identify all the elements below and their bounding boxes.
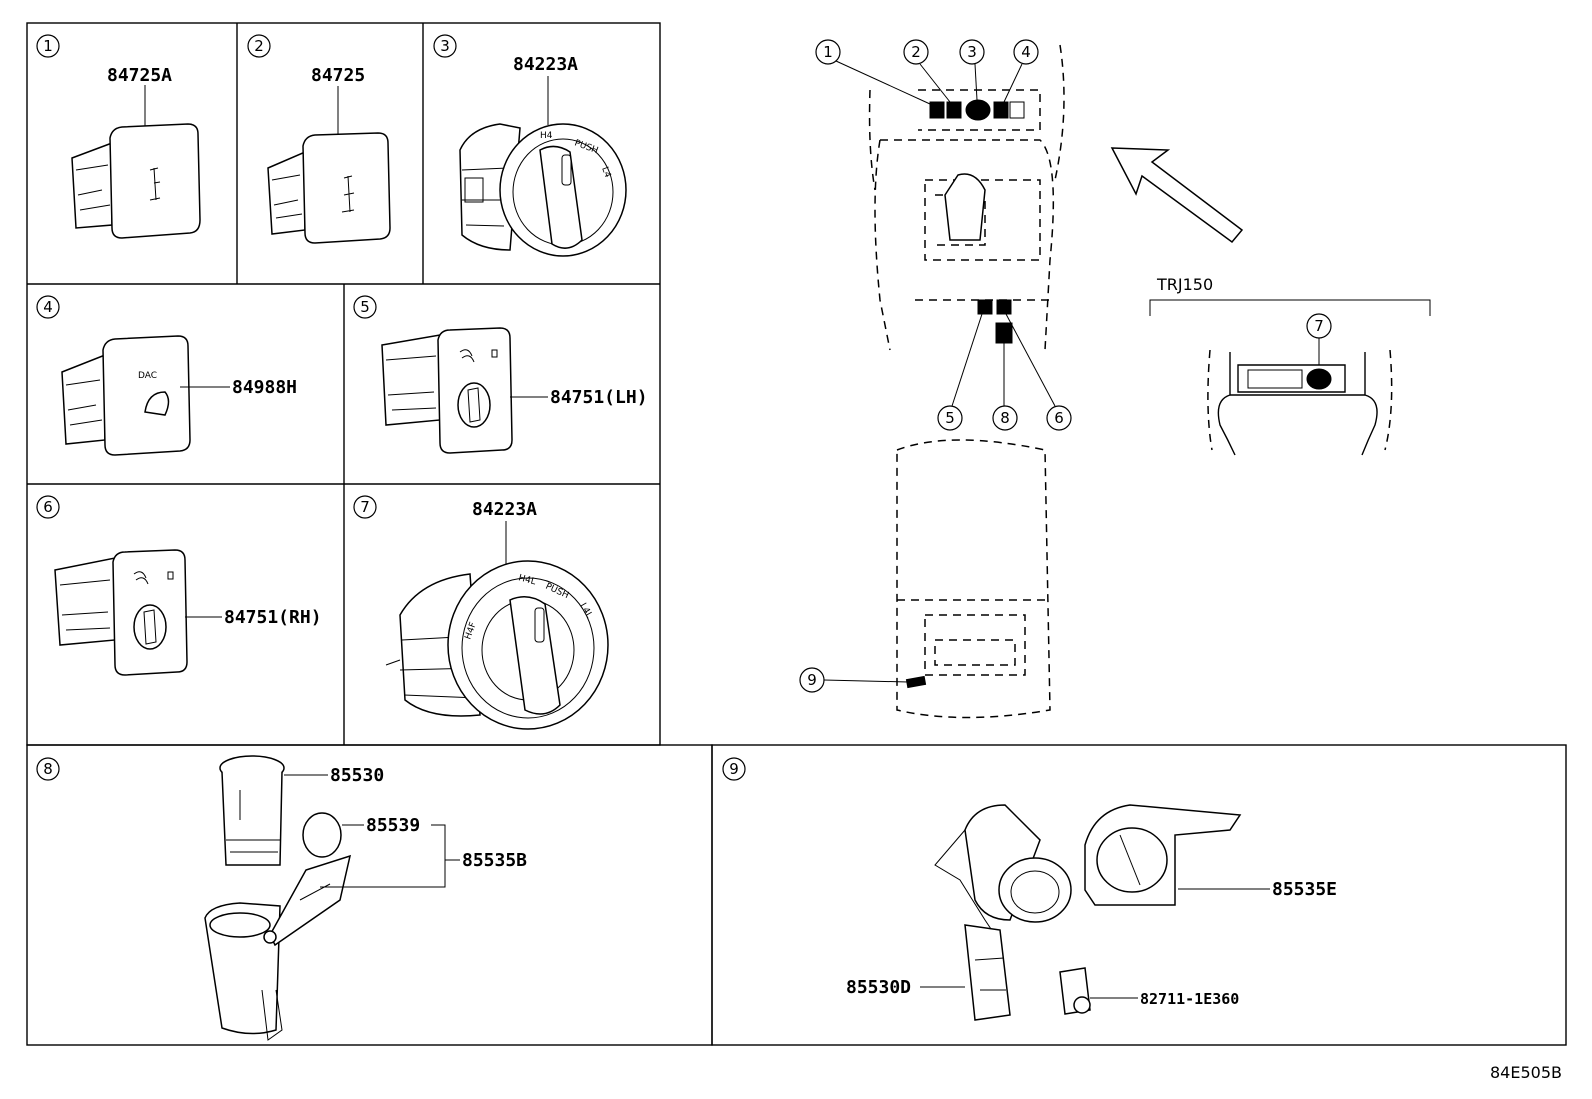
- socket-position-9: [905, 675, 927, 689]
- cell-8: 8 85530 85539 85535B: [36, 755, 527, 1041]
- part-number-label: 84223A: [472, 499, 537, 520]
- callout-number: 4: [43, 298, 53, 316]
- svg-text:5: 5: [945, 409, 955, 427]
- callout-number: 5: [360, 298, 370, 316]
- part-number-label: 84988H: [232, 377, 297, 398]
- view-direction-arrow: [1110, 147, 1244, 244]
- switch-position-3: [965, 99, 991, 121]
- knob-label-l4: L4: [599, 166, 612, 180]
- svg-text:3: 3: [967, 43, 977, 61]
- part-number-label: 84223A: [513, 54, 578, 75]
- switch-position-2: [946, 101, 962, 119]
- knob-label-h4: H4: [540, 131, 553, 141]
- switch-position-6: [996, 299, 1012, 315]
- switch-position-8: [995, 322, 1013, 344]
- svg-text:8: 8: [1000, 409, 1010, 427]
- part-number-label: 85535E: [1272, 879, 1337, 900]
- cell-9: 9 85535E 85530D 82711-1E360: [722, 757, 1337, 1021]
- cell-3: 3 84223A H4 PUSH L4: [433, 34, 627, 257]
- callout-number: 1: [43, 37, 53, 55]
- callouts-top: 1 2 3 4: [815, 39, 1039, 105]
- switch-position-1: [929, 101, 945, 119]
- svg-text:4: 4: [1021, 43, 1031, 61]
- transfer-knob-4l-illustration: H4F H4L PUSH L4L: [385, 560, 609, 730]
- cell-7: 7 84223A H4F H4L PUSH L4L: [353, 495, 609, 730]
- diagram-code: 84E505B: [1490, 1063, 1562, 1082]
- trj150-inset: TRJ150 7: [1149, 275, 1431, 456]
- callout-number: 3: [440, 37, 450, 55]
- part-number-label: 82711-1E360: [1140, 990, 1239, 1008]
- switch-position-4: [993, 101, 1009, 119]
- cell-1: 1 84725A: [36, 34, 201, 239]
- part-number-label: 85530D: [846, 977, 911, 998]
- callout-number: 9: [807, 671, 817, 689]
- cell-4: 4 DAC 84988H: [36, 295, 297, 456]
- leader-line: [823, 679, 909, 683]
- callout-number: 7: [1314, 317, 1324, 335]
- part-number-label: 85539: [366, 815, 420, 836]
- cell-5: 5 84751(LH): [353, 295, 648, 454]
- switch-4wd-illustration: [71, 123, 201, 239]
- callout-circle: [36, 757, 60, 781]
- svg-text:2: 2: [911, 43, 921, 61]
- bracket-leader: [320, 824, 460, 888]
- location-view: 1 2 3 4 5 8 6 9: [799, 39, 1244, 719]
- cell-2: 2 84725: [247, 34, 391, 244]
- usb-socket-illustration: [934, 804, 1242, 1021]
- callouts-bottom: 5 8 6: [937, 313, 1072, 431]
- part-number-label: 84751(RH): [224, 607, 322, 628]
- part-number-label: 85535B: [462, 850, 527, 871]
- knob-label-h4l: H4L: [517, 573, 537, 587]
- callout-number: 8: [43, 760, 53, 778]
- dac-face-text: DAC: [138, 371, 157, 381]
- callout-circle: [36, 34, 60, 58]
- svg-text:1: 1: [823, 43, 833, 61]
- callout-circle: [36, 495, 60, 519]
- switch-dac-illustration: DAC: [61, 335, 191, 456]
- callout-number: 7: [360, 498, 370, 516]
- callout-circle: [353, 295, 377, 319]
- part-number-label: 84725: [311, 65, 365, 86]
- part-number-label: 84725A: [107, 65, 172, 86]
- callout-number: 6: [43, 498, 53, 516]
- switch-awd-illustration: [267, 132, 391, 244]
- svg-text:6: 6: [1054, 409, 1064, 427]
- callout-circle: [433, 34, 457, 58]
- power-outlet-illustration: [204, 755, 352, 1041]
- switch-position-5: [977, 299, 993, 315]
- part-number-label: 85530: [330, 765, 384, 786]
- seat-heater-switch-rh-illustration: [54, 549, 188, 676]
- callout-circle: [36, 295, 60, 319]
- transfer-knob-illustration: H4 PUSH L4: [459, 123, 627, 257]
- variant-label: TRJ150: [1156, 275, 1213, 294]
- variant-bracket: [1149, 299, 1431, 316]
- cell-6: 6 84751(RH): [36, 495, 322, 676]
- grid-frame: [26, 22, 1567, 1046]
- switch-position-7: [1306, 368, 1332, 390]
- callout-circle: [722, 757, 746, 781]
- callout-number: 9: [729, 760, 739, 778]
- callout-circle: [353, 495, 377, 519]
- part-number-label: 84751(LH): [550, 387, 648, 408]
- seat-heater-switch-lh-illustration: [381, 327, 513, 454]
- callout-number: 2: [254, 37, 264, 55]
- callout-circle: [247, 34, 271, 58]
